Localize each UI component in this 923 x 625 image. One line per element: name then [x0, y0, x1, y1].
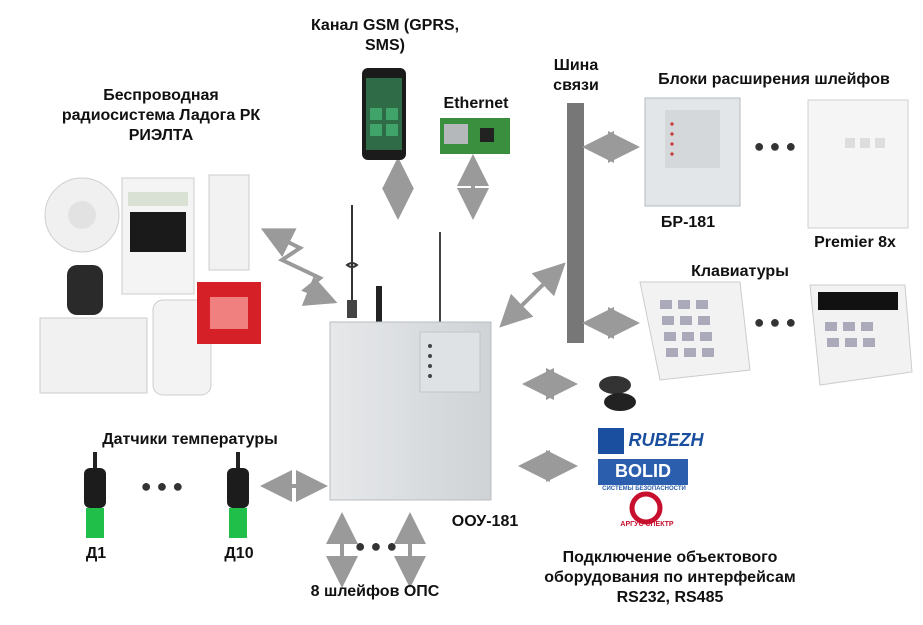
label-bus-line2: связи: [553, 77, 599, 94]
label-d1: Д1: [85, 545, 107, 562]
dots-loops: ● ● ●: [354, 536, 398, 556]
label-bus: Шина связи: [540, 56, 612, 96]
premier-8x-device: [807, 99, 909, 229]
label-keypads: Клавиатуры: [691, 263, 789, 280]
label-bus-line1: Шина: [553, 57, 599, 74]
dots-temp: ● ● ●: [140, 476, 184, 496]
smartphone: [362, 68, 406, 160]
label-expanders: Блоки расширения шлейфов: [658, 71, 890, 88]
argus-logo-mark: [629, 491, 663, 525]
brand-bolid: BOLID: [615, 461, 671, 481]
label-loops: 8 шлейфов ОПС: [310, 583, 440, 600]
brand-argus: АРГУС СПЕКТР: [620, 521, 674, 528]
wireless-devices: [39, 174, 261, 396]
ethernet-module: [440, 118, 510, 154]
label-connect-line2: оборудования по интерфейсам: [544, 569, 796, 586]
touch-memory-keys: [599, 376, 636, 411]
label-wireless-line2: радиосистема Ладога РК: [61, 107, 261, 124]
label-temp-sensors: Датчики температуры: [102, 431, 278, 448]
brand-bolid-sub: СИСТЕМЫ БЕЗОПАСНОСТИ: [602, 486, 686, 492]
label-ethernet: Ethernet: [443, 95, 509, 112]
label-br181: БР-181: [660, 214, 716, 231]
bolid-logo-bg: [598, 459, 688, 485]
connection-arrows: [260, 131, 640, 588]
label-connect-line1: Подключение объектового: [562, 549, 778, 566]
label-premier: Premier 8x: [814, 234, 896, 251]
label-gsm-line1: Канал GSM (GPRS,: [310, 17, 460, 34]
bus-bar: [567, 103, 584, 343]
brand-rubezh: RUBEZH: [628, 430, 704, 450]
label-wireless-line3: РИЭЛТА: [128, 127, 194, 144]
label-gsm-line2: SMS): [365, 37, 405, 54]
label-connect: Подключение объектового оборудования по …: [520, 548, 820, 608]
oou-181-box: [329, 205, 492, 501]
dots-keypads: ● ● ●: [753, 312, 797, 332]
label-gsm: Канал GSM (GPRS, SMS): [290, 16, 480, 56]
label-oou: ООУ-181: [451, 513, 519, 530]
br-181-device: [644, 97, 741, 207]
temperature-sensor-d1: [84, 452, 106, 538]
temperature-sensor-d10: [227, 452, 249, 538]
label-wireless-line1: Беспроводная: [103, 87, 219, 104]
label-wireless: Беспроводная радиосистема Ладога РК РИЭЛ…: [36, 86, 286, 146]
rubezh-logo-mark: [598, 428, 624, 454]
label-connect-line3: RS232, RS485: [616, 589, 724, 606]
dots-expanders: ● ● ●: [753, 136, 797, 156]
keypad-2: [809, 284, 913, 386]
keypad-1: [639, 281, 751, 381]
label-d10: Д10: [224, 545, 254, 562]
